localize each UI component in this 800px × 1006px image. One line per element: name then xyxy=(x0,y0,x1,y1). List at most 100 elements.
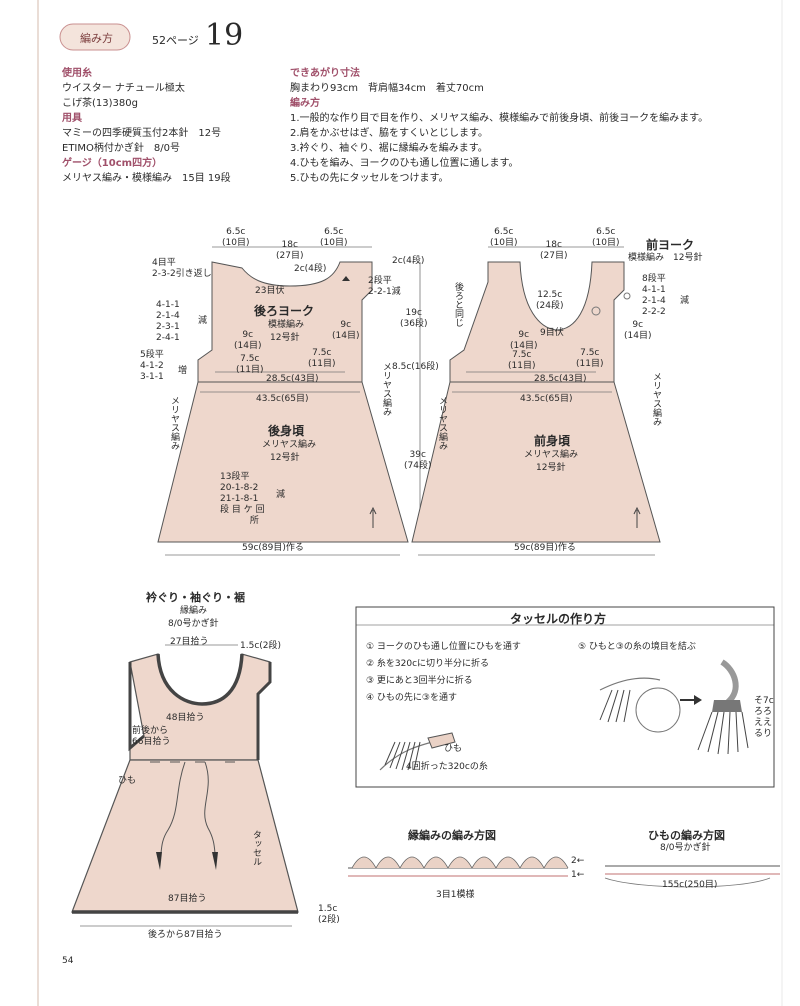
step-5: 5.ひもの先にタッセルをつけます。 xyxy=(290,173,449,184)
edge-shell xyxy=(495,856,521,869)
edging-front-back: 前後から 66目拾う xyxy=(132,726,171,747)
cord-chart-drawing xyxy=(604,865,780,888)
tassel-illustration-2 xyxy=(599,677,702,733)
tassel-right-icon xyxy=(212,852,218,870)
edging-hem-edge: 1.5c (2段) xyxy=(318,904,340,925)
front-neck-bind: 9目伏 xyxy=(540,328,564,338)
edging-edge-width: 1.5c(2段) xyxy=(240,641,282,651)
back-inc-left: 5段平 4-1-2 3-1-1 xyxy=(140,350,164,382)
back-meriyasu-left: メリヤス編み xyxy=(169,396,179,450)
edging-tassel: タッセル xyxy=(251,830,261,866)
front-top-right: 6.5c (10目) xyxy=(592,227,620,248)
page-number: 54 xyxy=(62,956,74,966)
back-armhole-right: 9c (14目) xyxy=(332,320,360,341)
back-yoke-height: 19c (36段) xyxy=(400,308,428,329)
gauge: メリヤス編み・模様編み 15目 19段 xyxy=(62,173,231,184)
back-body-needle: 12号針 xyxy=(270,453,300,463)
edge-shell xyxy=(543,856,569,869)
badge-shape xyxy=(59,23,131,51)
tassel-left-icon xyxy=(156,852,162,870)
back-top-mid: 18c (27目) xyxy=(276,240,304,261)
back-body-title: 後身頃 xyxy=(268,424,305,438)
edge-shell xyxy=(375,856,401,869)
back-neck-bind: 23目伏 xyxy=(255,286,285,296)
front-yoke-width: 28.5c(43目) xyxy=(534,374,587,384)
size-heading: できあがり寸法 xyxy=(290,68,360,79)
back-hem-width: 59c(89目)作る xyxy=(242,543,304,553)
step-2: 2.肩をかぶせはぎ、脇をすくいとじします。 xyxy=(290,128,489,139)
back-top-left: 6.5c (10目) xyxy=(222,227,250,248)
needle: マミーの四季硬質玉付2本針 12号 xyxy=(62,128,222,139)
yarn-heading: 使用糸 xyxy=(62,68,92,79)
back-shoulder-left: 4目平 2-3-2引き返し xyxy=(152,258,212,279)
edging-hem-back: 後ろから87目拾う xyxy=(148,930,223,940)
back-inc-label: 増 xyxy=(178,366,188,376)
front-dec-right: 8段平 4-1-1 2-1-4 2-2-2 xyxy=(642,274,666,317)
edging-arm-pick: 48目拾う xyxy=(166,713,205,723)
front-neck-depth: 12.5c (24段) xyxy=(536,290,564,311)
front-yoke-stitch: 模様編み 12号針 xyxy=(628,253,703,263)
front-piece xyxy=(411,246,661,556)
front-body-title: 前身頃 xyxy=(534,434,571,448)
back-yoke-width: 28.5c(43目) xyxy=(266,374,319,384)
materials-column: 使用糸 ウイスター ナチュール極太 こげ茶(13)380g 用具 マミーの四季硬… xyxy=(62,66,231,186)
cord-chart-title: ひもの編み方図 xyxy=(648,829,725,842)
cord-left xyxy=(159,761,186,861)
back-yoke-shape xyxy=(197,261,373,383)
back-inner-left: 7.5c (11目) xyxy=(236,354,264,375)
front-top-left: 6.5c (10目) xyxy=(490,227,518,248)
yarn-color: こげ茶(13)380g xyxy=(62,98,138,109)
back-body-width: 43.5c(65目) xyxy=(256,394,309,404)
badge: 編み方 xyxy=(58,22,132,52)
edge-shell xyxy=(519,856,545,869)
tassel-illustration-1 xyxy=(379,732,456,771)
front-meriyasu-left: メリヤス編み xyxy=(437,396,447,450)
back-armhole-left: 9c (14目) xyxy=(234,330,262,351)
back-yoke-stitch: 模様編み xyxy=(268,320,305,330)
tassel-box-frame xyxy=(355,606,775,788)
step-3: 3.衿ぐり、袖ぐり、裾に縁編みを編みます。 xyxy=(290,143,488,154)
back-side-dec: 13段平 20-1-8-2 21-1-8-1 段 目 ケ 回 所 xyxy=(220,472,265,526)
edging-title: 衿ぐり・袖ぐり・裾 xyxy=(146,591,245,604)
cord-chart-hook: 8/0号かぎ針 xyxy=(660,843,711,853)
back-neck-rows: 2c(4段) xyxy=(294,264,327,274)
edge-shell xyxy=(423,856,449,869)
edging-body-shape xyxy=(71,759,299,913)
edge-chart-row1: 1← xyxy=(571,870,585,880)
pattern-number: 19 xyxy=(205,18,244,53)
back-top-right: 6.5c (10目) xyxy=(320,227,348,248)
tools-heading: 用具 xyxy=(62,113,82,124)
cord-right xyxy=(204,761,217,861)
neck-border xyxy=(156,653,244,706)
front-same-as-back: 後ろと同じ xyxy=(453,282,463,327)
tassel-step-2: ② 糸を320cに切り半分に折る xyxy=(366,659,490,669)
edging-stitch: 縁編み xyxy=(180,606,208,616)
page-reference: 52ページ xyxy=(152,34,199,47)
edge-chart-drawing xyxy=(348,867,568,877)
edging-himo: ひも xyxy=(118,776,137,786)
edge-shell xyxy=(447,856,473,869)
back-body-stitch: メリヤス編み xyxy=(262,440,317,450)
edge-shell xyxy=(471,856,497,869)
back-height-85: 8.5c(16段) xyxy=(392,362,439,372)
tassel-illustration-3 xyxy=(697,659,749,755)
armhole-border-left xyxy=(128,662,145,752)
tassel-step-4: ④ ひもの先に③を通す xyxy=(366,693,457,703)
back-piece xyxy=(157,246,421,556)
back-dec-left: 4-1-1 2-1-4 2-3-1 2-4-1 xyxy=(156,300,180,343)
cord-chart-length: 155c(250目) xyxy=(662,880,718,890)
tassel-folded-label: 4回折った320cの糸 xyxy=(406,762,488,772)
front-top-mid: 18c (27目) xyxy=(540,240,568,261)
front-body-width: 43.5c(65目) xyxy=(520,394,573,404)
front-eyelet-icon xyxy=(591,306,601,316)
front-dec-label: 減 xyxy=(680,296,690,306)
tassel-step-5: ⑤ ひもと③の糸の境目を結ぶ xyxy=(578,642,696,652)
back-body-height: 39c (74段) xyxy=(404,450,432,471)
gauge-heading: ゲージ（10cm四方） xyxy=(62,158,163,169)
back-right-2c: 2c(4段) xyxy=(392,256,425,266)
edging-neck-pick: 27目拾う xyxy=(170,637,209,647)
front-body-shape xyxy=(411,381,661,543)
back-dec-left-label: 減 xyxy=(198,316,208,326)
front-armhole-left: 9c (14目) xyxy=(510,330,538,351)
